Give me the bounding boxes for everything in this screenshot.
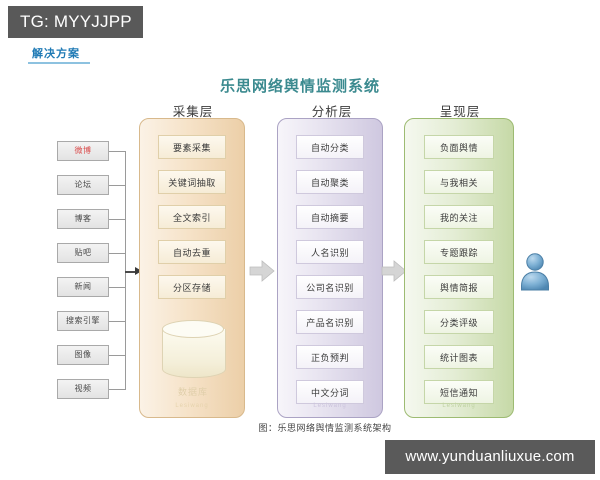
source-connector-line (109, 287, 126, 288)
flow-arrow-analysis-to-presentation (381, 258, 407, 284)
source-item-weibo[interactable]: 微博 (57, 141, 109, 161)
source-item-news[interactable]: 新闻 (57, 277, 109, 297)
node-classification-rating[interactable]: 分类评级 (424, 310, 494, 334)
source-connector-line (109, 389, 126, 390)
node-keyword-extraction[interactable]: 关键词抽取 (158, 170, 226, 194)
node-auto-classification[interactable]: 自动分类 (296, 135, 364, 159)
database-cylinder-icon (162, 320, 226, 382)
flow-arrow-collection-to-analysis (249, 258, 275, 284)
source-connector-line (109, 253, 126, 254)
source-connector-line (109, 151, 126, 152)
solution-section-label: 解决方案 (32, 48, 80, 60)
node-person-name-recognition[interactable]: 人名识别 (296, 240, 364, 264)
source-bus-line (125, 151, 126, 389)
column-header-collection: 采集层 (172, 104, 214, 119)
node-fulltext-index[interactable]: 全文索引 (158, 205, 226, 229)
user-person-icon (518, 252, 552, 292)
node-chinese-word-segmentation[interactable]: 中文分词 (296, 380, 364, 404)
source-connector-line (109, 321, 126, 322)
source-item-video[interactable]: 视频 (57, 379, 109, 399)
column-header-presentation: 呈现层 (439, 104, 481, 119)
node-auto-summary[interactable]: 自动摘要 (296, 205, 364, 229)
node-partition-storage[interactable]: 分区存储 (158, 275, 226, 299)
node-auto-clustering[interactable]: 自动聚类 (296, 170, 364, 194)
node-element-collection[interactable]: 要素采集 (158, 135, 226, 159)
page-title: 乐思网络舆情监测系统 (219, 77, 380, 95)
node-sentiment-prediction[interactable]: 正负预判 (296, 345, 364, 369)
source-item-tieba[interactable]: 贴吧 (57, 243, 109, 263)
source-connector-line (109, 219, 126, 220)
telegram-handle-badge: TG: MYYJJPP (8, 6, 143, 38)
node-sms-notification[interactable]: 短信通知 (424, 380, 494, 404)
source-item-blog[interactable]: 博客 (57, 209, 109, 229)
node-auto-dedupe[interactable]: 自动去重 (158, 240, 226, 264)
panel-watermark-analysis: Lesiwang (313, 403, 347, 409)
figure-caption: 图：乐思网络舆情监测系统架构 (258, 424, 392, 434)
node-related-to-me[interactable]: 与我相关 (424, 170, 494, 194)
column-header-analysis: 分析层 (311, 104, 353, 119)
source-item-search-engine[interactable]: 搜索引擎 (57, 311, 109, 331)
source-item-image[interactable]: 图像 (57, 345, 109, 365)
panel-watermark-collection: Lesiwang (175, 403, 209, 409)
source-connector-line (109, 185, 126, 186)
layer-panel-presentation (404, 118, 514, 418)
solution-underline-divider (28, 62, 90, 64)
panel-watermark-presentation: Lesiwang (442, 403, 476, 409)
node-company-name-recognition[interactable]: 公司名识别 (296, 275, 364, 299)
source-connector-line (109, 355, 126, 356)
node-statistical-charts[interactable]: 统计图表 (424, 345, 494, 369)
node-opinion-briefing[interactable]: 舆情简报 (424, 275, 494, 299)
node-negative-opinion[interactable]: 负面舆情 (424, 135, 494, 159)
source-to-collection-arrow-icon (135, 267, 142, 275)
node-topic-tracking[interactable]: 专题跟踪 (424, 240, 494, 264)
node-my-follows[interactable]: 我的关注 (424, 205, 494, 229)
site-watermark: www.yunduanliuxue.com (385, 440, 595, 474)
source-item-forum[interactable]: 论坛 (57, 175, 109, 195)
database-label: 数据库 (177, 388, 208, 398)
database-cylinder-top (162, 320, 224, 338)
node-product-name-recognition[interactable]: 产品名识别 (296, 310, 364, 334)
source-to-collection-arrow-line (125, 271, 137, 273)
layer-panel-analysis (277, 118, 383, 418)
